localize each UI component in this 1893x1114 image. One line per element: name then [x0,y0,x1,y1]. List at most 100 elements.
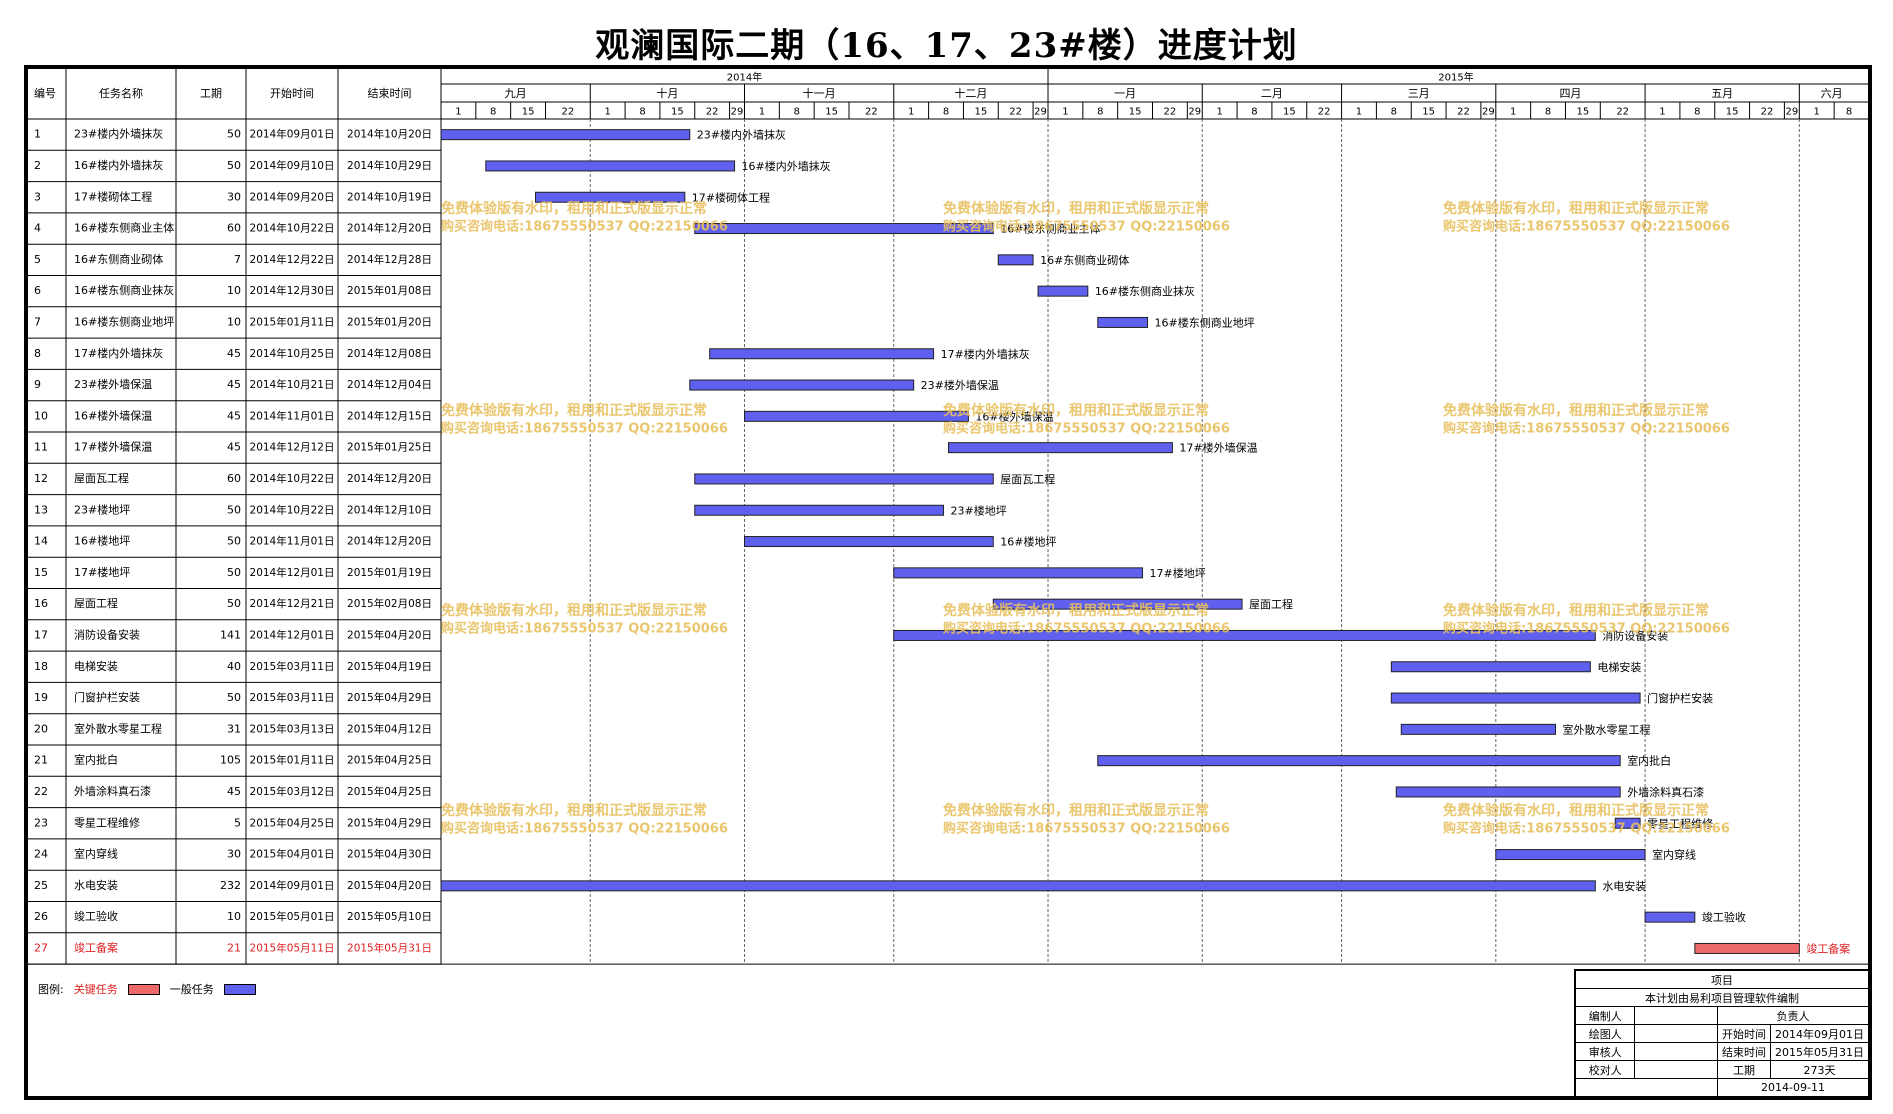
day-label: 22 [865,107,878,118]
task-end: 2015年01月08日 [347,284,432,297]
task-bar [1694,942,1800,954]
task-duration: 45 [227,409,241,422]
task-no: 3 [34,190,41,203]
task-duration: 7 [234,253,241,266]
task-duration: 50 [227,566,241,579]
task-bar-label: 16#东侧商业砌体 [1040,253,1129,267]
task-duration: 141 [220,628,241,641]
task-duration: 232 [220,879,241,892]
task-no: 1 [34,128,41,141]
info-owner-label: 负责人 [1717,1006,1869,1025]
task-bar-label: 屋面瓦工程 [1000,473,1055,486]
table-header-end: 结束时间 [368,87,412,100]
info-drawer-label: 绘图人 [1574,1024,1636,1043]
day-label: 1 [1356,107,1362,118]
day-label: 15 [1577,107,1590,118]
task-bar-label: 16#楼外墙保温 [975,409,1053,423]
day-label: 22 [1318,107,1331,118]
task-start: 2014年09月20日 [250,190,335,203]
day-label: 8 [639,107,645,118]
task-bar [744,536,994,548]
task-name: 17#楼外墙保温 [74,440,152,454]
day-label: 8 [943,107,949,118]
watermark-line2: 购买咨询电话:18675550537 QQ:22150066 [1443,421,1730,437]
task-bar-label: 17#楼内外墙抹灰 [941,347,1030,361]
task-name: 16#楼外墙保温 [74,408,152,422]
task-bar-label: 竣工备案 [1806,941,1850,955]
page-title: 观澜国际二期（16、17、23#楼）进度计划 [595,26,1298,66]
legend: 图例: 关键任务 一般任务 [38,981,256,997]
info-software-note: 本计划由易利项目管理软件编制 [1575,988,1869,1007]
watermark-line2: 购买咨询电话:18675550537 QQ:22150066 [441,219,728,235]
task-bar [893,567,1144,579]
day-label: 1 [1814,107,1820,118]
task-duration: 50 [227,159,241,172]
day-label: 8 [1694,107,1700,118]
day-label: 22 [1616,107,1629,118]
task-name: 23#楼地坪 [74,502,130,516]
task-bar [1390,692,1641,704]
day-label: 8 [490,107,496,118]
task-bar-label: 17#楼外墙保温 [1179,441,1257,455]
task-no: 15 [34,566,48,579]
task-duration: 50 [227,503,241,516]
task-no: 25 [34,879,48,892]
day-label: 8 [1846,107,1852,118]
task-duration: 105 [220,754,241,767]
task-end: 2014年12月04日 [347,378,432,391]
task-name: 16#楼内外墙抹灰 [74,158,163,172]
task-no: 24 [34,848,48,861]
task-bar-label: 消防设备安装 [1602,628,1668,642]
task-end: 2015年05月10日 [347,910,432,923]
watermark-line2: 购买咨询电话:18675550537 QQ:22150066 [441,821,728,837]
task-bar-label: 17#楼砌体工程 [692,190,770,204]
task-bar-label: 门窗护栏安装 [1647,691,1713,705]
task-end: 2014年12月28日 [347,253,432,266]
info-start-value: 2014年09月01日 [1770,1024,1869,1043]
task-no: 17 [34,628,48,641]
task-duration: 50 [227,597,241,610]
day-label: 22 [562,107,575,118]
day-label: 15 [825,107,838,118]
task-end: 2014年12月10日 [347,503,432,516]
task-end: 2014年12月20日 [347,472,432,485]
task-no: 27 [34,941,48,954]
task-duration: 60 [227,222,241,235]
task-no: 5 [34,253,41,266]
watermark-line2: 购买咨询电话:18675550537 QQ:22150066 [1443,821,1730,837]
month-label: 六月 [1821,87,1843,100]
day-label: 22 [1457,107,1470,118]
day-label: 8 [794,107,800,118]
task-name: 竣工备案 [74,940,118,954]
day-label: 8 [1251,107,1257,118]
task-no: 12 [34,472,48,485]
task-start: 2015年01月11日 [250,754,335,767]
task-start: 2014年09月01日 [250,879,335,892]
task-name: 屋面工程 [74,597,118,610]
table-header-start: 开始时间 [270,86,314,100]
task-duration: 21 [227,941,241,954]
legend-label: 图例: [38,983,64,996]
day-label: 15 [974,107,987,118]
task-bar-label: 水电安装 [1602,879,1646,893]
task-end: 2015年04月29日 [347,691,432,704]
legend-normal-swatch [223,983,256,995]
task-end: 2015年01月25日 [347,441,432,454]
task-name: 零星工程维修 [74,815,140,829]
task-start: 2014年10月22日 [250,472,335,485]
task-bar-label: 室内穿线 [1652,848,1696,862]
info-drawer-value [1634,1024,1718,1043]
task-bar [689,379,915,391]
month-label: 十二月 [954,86,987,100]
task-start: 2014年12月12日 [250,441,335,454]
day-label: 1 [1659,107,1665,118]
info-duration-value: 273天 [1770,1060,1869,1079]
task-bar [709,348,935,360]
task-bar [440,129,691,141]
task-bar [1097,755,1621,767]
watermark-line2: 购买咨询电话:18675550537 QQ:22150066 [943,621,1230,637]
day-label: 1 [455,107,461,118]
task-name: 16#东侧商业砌体 [74,252,163,266]
day-label: 8 [1391,107,1397,118]
day-label: 1 [1216,107,1222,118]
